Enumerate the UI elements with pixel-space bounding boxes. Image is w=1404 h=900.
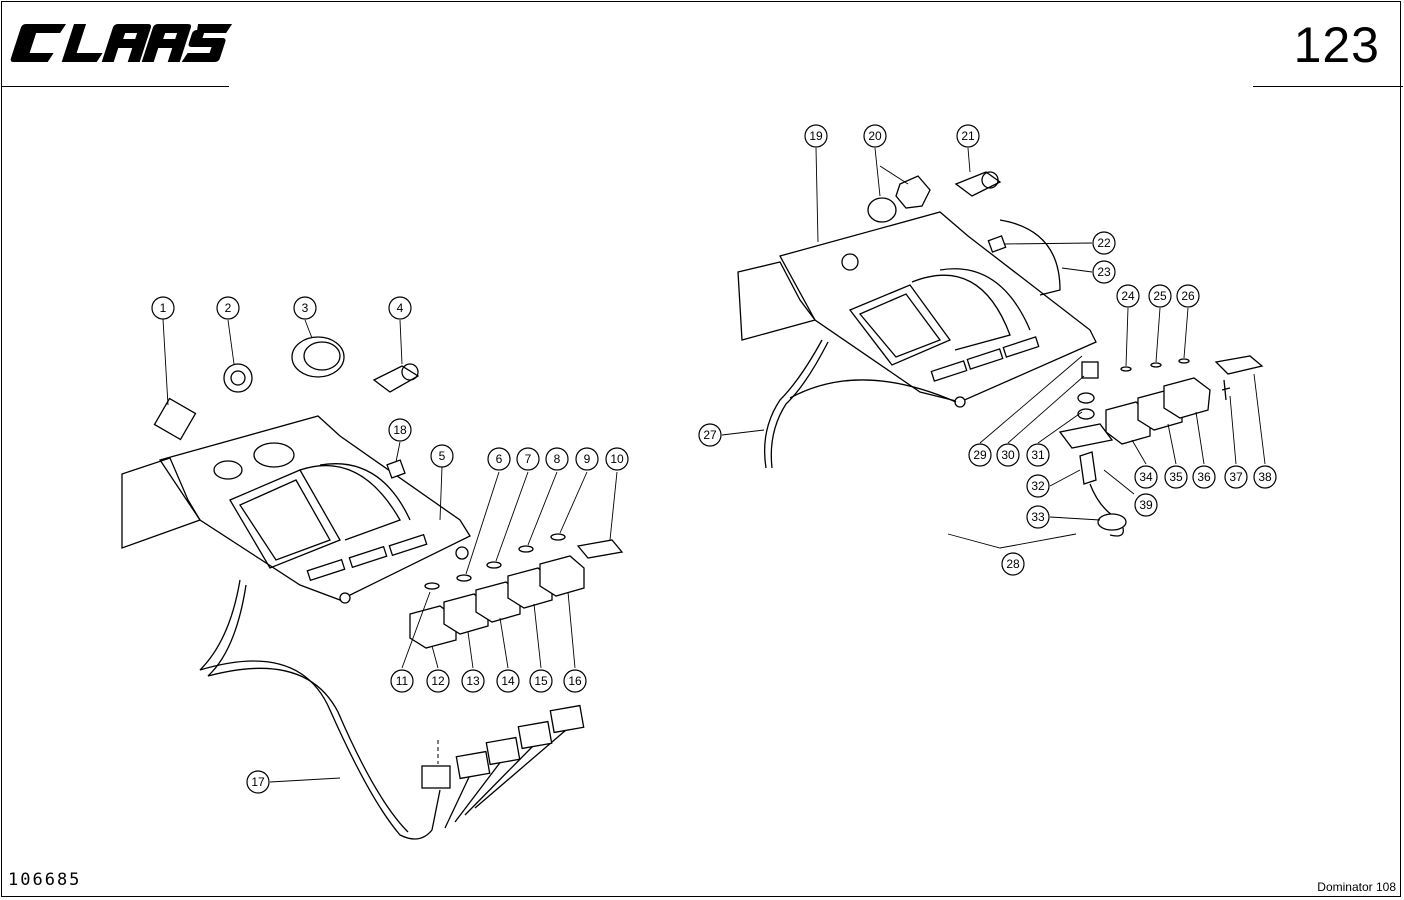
drawing-number: 106685 — [8, 870, 82, 890]
model-label: Dominator 108 — [1317, 880, 1396, 894]
right-components — [867, 171, 1264, 537]
svg-text:15: 15 — [534, 674, 548, 688]
callout-8: 8 — [545, 447, 569, 471]
callout-26: 26 — [1176, 284, 1200, 308]
callout-29: 29 — [968, 443, 992, 467]
callout-2: 2 — [216, 296, 240, 320]
claas-logo — [10, 24, 233, 62]
svg-text:21: 21 — [961, 129, 975, 143]
callout-24: 24 — [1116, 284, 1140, 308]
svg-text:3: 3 — [302, 301, 309, 315]
svg-text:35: 35 — [1169, 470, 1183, 484]
callout-36: 36 — [1192, 465, 1216, 489]
left-wiring-harness — [199, 579, 585, 840]
callout-18: 18 — [388, 418, 412, 442]
svg-text:32: 32 — [1031, 479, 1045, 493]
svg-text:16: 16 — [568, 674, 582, 688]
callout-20: 20 — [863, 124, 887, 148]
svg-text:6: 6 — [496, 452, 503, 466]
svg-text:14: 14 — [501, 674, 515, 688]
callout-11: 11 — [390, 669, 414, 693]
svg-text:22: 22 — [1097, 236, 1111, 250]
callout-25: 25 — [1148, 284, 1172, 308]
callout-12: 12 — [426, 669, 450, 693]
callout-30: 30 — [996, 443, 1020, 467]
callout-3: 3 — [293, 296, 317, 320]
svg-text:4: 4 — [397, 301, 404, 315]
svg-text:19: 19 — [809, 129, 823, 143]
right-instrument-panel — [737, 211, 1097, 408]
left-instrument-panel — [121, 415, 471, 604]
svg-text:9: 9 — [584, 452, 591, 466]
callout-23: 23 — [1092, 260, 1116, 284]
svg-text:10: 10 — [610, 452, 624, 466]
svg-text:38: 38 — [1258, 470, 1272, 484]
svg-text:5: 5 — [439, 449, 446, 463]
svg-text:12: 12 — [431, 674, 445, 688]
callout-19: 19 — [804, 124, 828, 148]
callout-13: 13 — [461, 669, 485, 693]
svg-text:25: 25 — [1153, 289, 1167, 303]
svg-text:11: 11 — [396, 674, 409, 688]
callout-34: 34 — [1134, 465, 1158, 489]
callout-38: 38 — [1253, 465, 1277, 489]
callout-22: 22 — [1092, 231, 1116, 255]
svg-text:36: 36 — [1197, 470, 1211, 484]
callout-6: 6 — [487, 447, 511, 471]
callout-5: 5 — [430, 444, 454, 468]
svg-text:37: 37 — [1229, 470, 1243, 484]
svg-text:31: 31 — [1031, 448, 1045, 462]
svg-text:8: 8 — [554, 452, 561, 466]
svg-text:29: 29 — [973, 448, 987, 462]
svg-text:17: 17 — [251, 775, 265, 789]
callout-33: 33 — [1026, 505, 1050, 529]
header-rule-right — [1253, 86, 1403, 87]
svg-text:24: 24 — [1121, 289, 1135, 303]
svg-text:13: 13 — [466, 674, 480, 688]
svg-text:33: 33 — [1031, 510, 1045, 524]
svg-text:27: 27 — [703, 428, 717, 442]
callout-15: 15 — [529, 669, 553, 693]
callout-39: 39 — [1134, 493, 1158, 517]
svg-text:2: 2 — [225, 301, 232, 315]
svg-text:7: 7 — [525, 452, 532, 466]
callout-31: 31 — [1026, 443, 1050, 467]
callout-9: 9 — [575, 447, 599, 471]
callout-16: 16 — [563, 669, 587, 693]
callout-14: 14 — [496, 669, 520, 693]
svg-text:34: 34 — [1139, 470, 1153, 484]
svg-text:20: 20 — [868, 129, 882, 143]
header-rule-left — [1, 86, 229, 87]
right-wiring-harness — [763, 339, 1077, 549]
callout-7: 7 — [516, 447, 540, 471]
callout-10: 10 — [605, 447, 629, 471]
left-components — [153, 336, 624, 649]
callout-21: 21 — [956, 124, 980, 148]
callout-37: 37 — [1224, 465, 1248, 489]
callout-28: 28 — [1001, 552, 1025, 576]
svg-text:26: 26 — [1181, 289, 1195, 303]
callout-4: 4 — [388, 296, 412, 320]
callout-32: 32 — [1026, 474, 1050, 498]
callout-27: 27 — [698, 423, 722, 447]
page-number: 123 — [1293, 17, 1380, 73]
svg-text:28: 28 — [1006, 557, 1020, 571]
svg-text:23: 23 — [1097, 265, 1111, 279]
svg-text:30: 30 — [1001, 448, 1015, 462]
callout-1: 1 — [151, 296, 175, 320]
svg-text:18: 18 — [393, 423, 407, 437]
callout-17: 17 — [246, 770, 270, 794]
callout-35: 35 — [1164, 465, 1188, 489]
svg-text:39: 39 — [1139, 498, 1153, 512]
leader-lines — [162, 147, 1266, 783]
svg-text:1: 1 — [160, 301, 167, 315]
